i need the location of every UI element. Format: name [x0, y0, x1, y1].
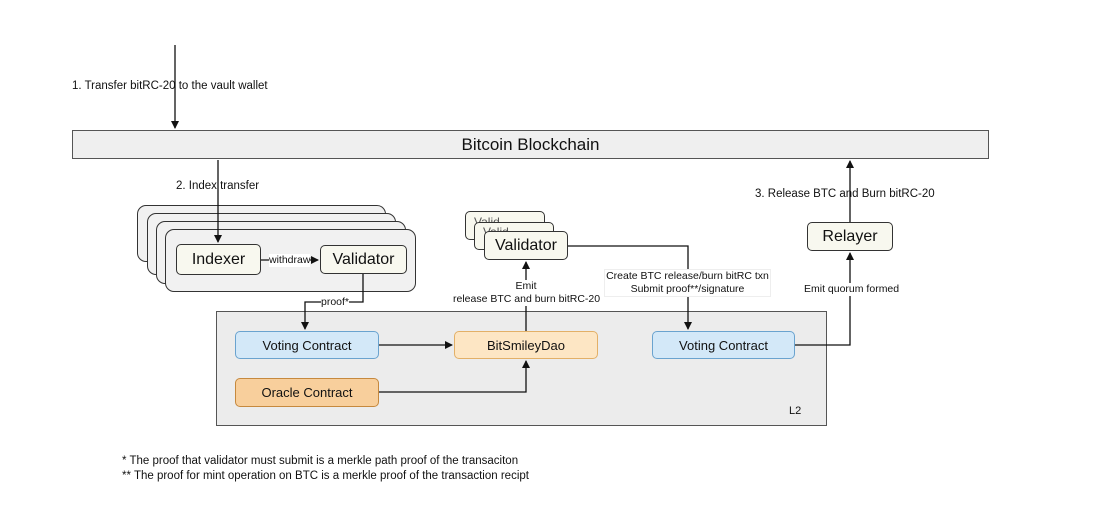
validator-left-label: Validator — [332, 250, 395, 268]
step-release-label: 3. Release BTC and Burn bitRC-20 — [755, 188, 935, 200]
voting-contract-left-label: Voting Contract — [262, 337, 352, 353]
footnote-1: * The proof that validator must submit i… — [122, 455, 519, 467]
emit-line2: release BTC and burn bitRC-20 — [453, 293, 601, 305]
l2-label: L2 — [789, 405, 802, 417]
indexer-label: Indexer — [191, 250, 246, 268]
emit-line1: Emit — [515, 280, 537, 292]
bitcoin-blockchain-label: Bitcoin Blockchain — [461, 134, 600, 154]
proof-edge-label: proof* — [321, 296, 350, 309]
relayer-label: Relayer — [822, 227, 878, 245]
create-edge-label: Create BTC release/burn bitRC txn Submit… — [604, 269, 771, 297]
footnote-2: ** The proof for mint operation on BTC i… — [122, 470, 529, 482]
indexer-node: Indexer — [176, 244, 261, 275]
validator-top-label: Validator — [495, 236, 557, 254]
voting-contract-right-node: Voting Contract — [652, 331, 795, 359]
oracle-contract-node: Oracle Contract — [235, 378, 379, 407]
bitcoin-blockchain-bar: Bitcoin Blockchain — [72, 130, 989, 159]
validator-node-top: Validator — [484, 231, 568, 260]
withdraw-edge-label: withdraw — [269, 254, 311, 267]
voting-contract-right-label: Voting Contract — [679, 337, 768, 353]
emit-edge-label: Emit release BTC and burn bitRC-20 — [453, 280, 601, 306]
validator-node-left: Validator — [320, 245, 407, 274]
arrow-validator-to-voting-right — [568, 245, 692, 330]
bitsmiley-dao-node: BitSmileyDao — [454, 331, 598, 359]
bitsmiley-dao-label: BitSmileyDao — [486, 337, 566, 353]
relayer-node: Relayer — [807, 222, 893, 251]
oracle-contract-label: Oracle Contract — [261, 385, 353, 400]
create-line1: Create BTC release/burn bitRC txn — [606, 270, 769, 282]
arrow-oracle-to-dao — [379, 360, 530, 393]
arrow-voting-to-relayer — [795, 252, 854, 346]
voting-contract-left-node: Voting Contract — [235, 331, 379, 359]
quorum-edge-label: Emit quorum formed — [804, 283, 900, 296]
create-line2: Submit proof**/signature — [630, 283, 745, 295]
step-transfer-label: 1. Transfer bitRC-20 to the vault wallet — [72, 80, 268, 92]
